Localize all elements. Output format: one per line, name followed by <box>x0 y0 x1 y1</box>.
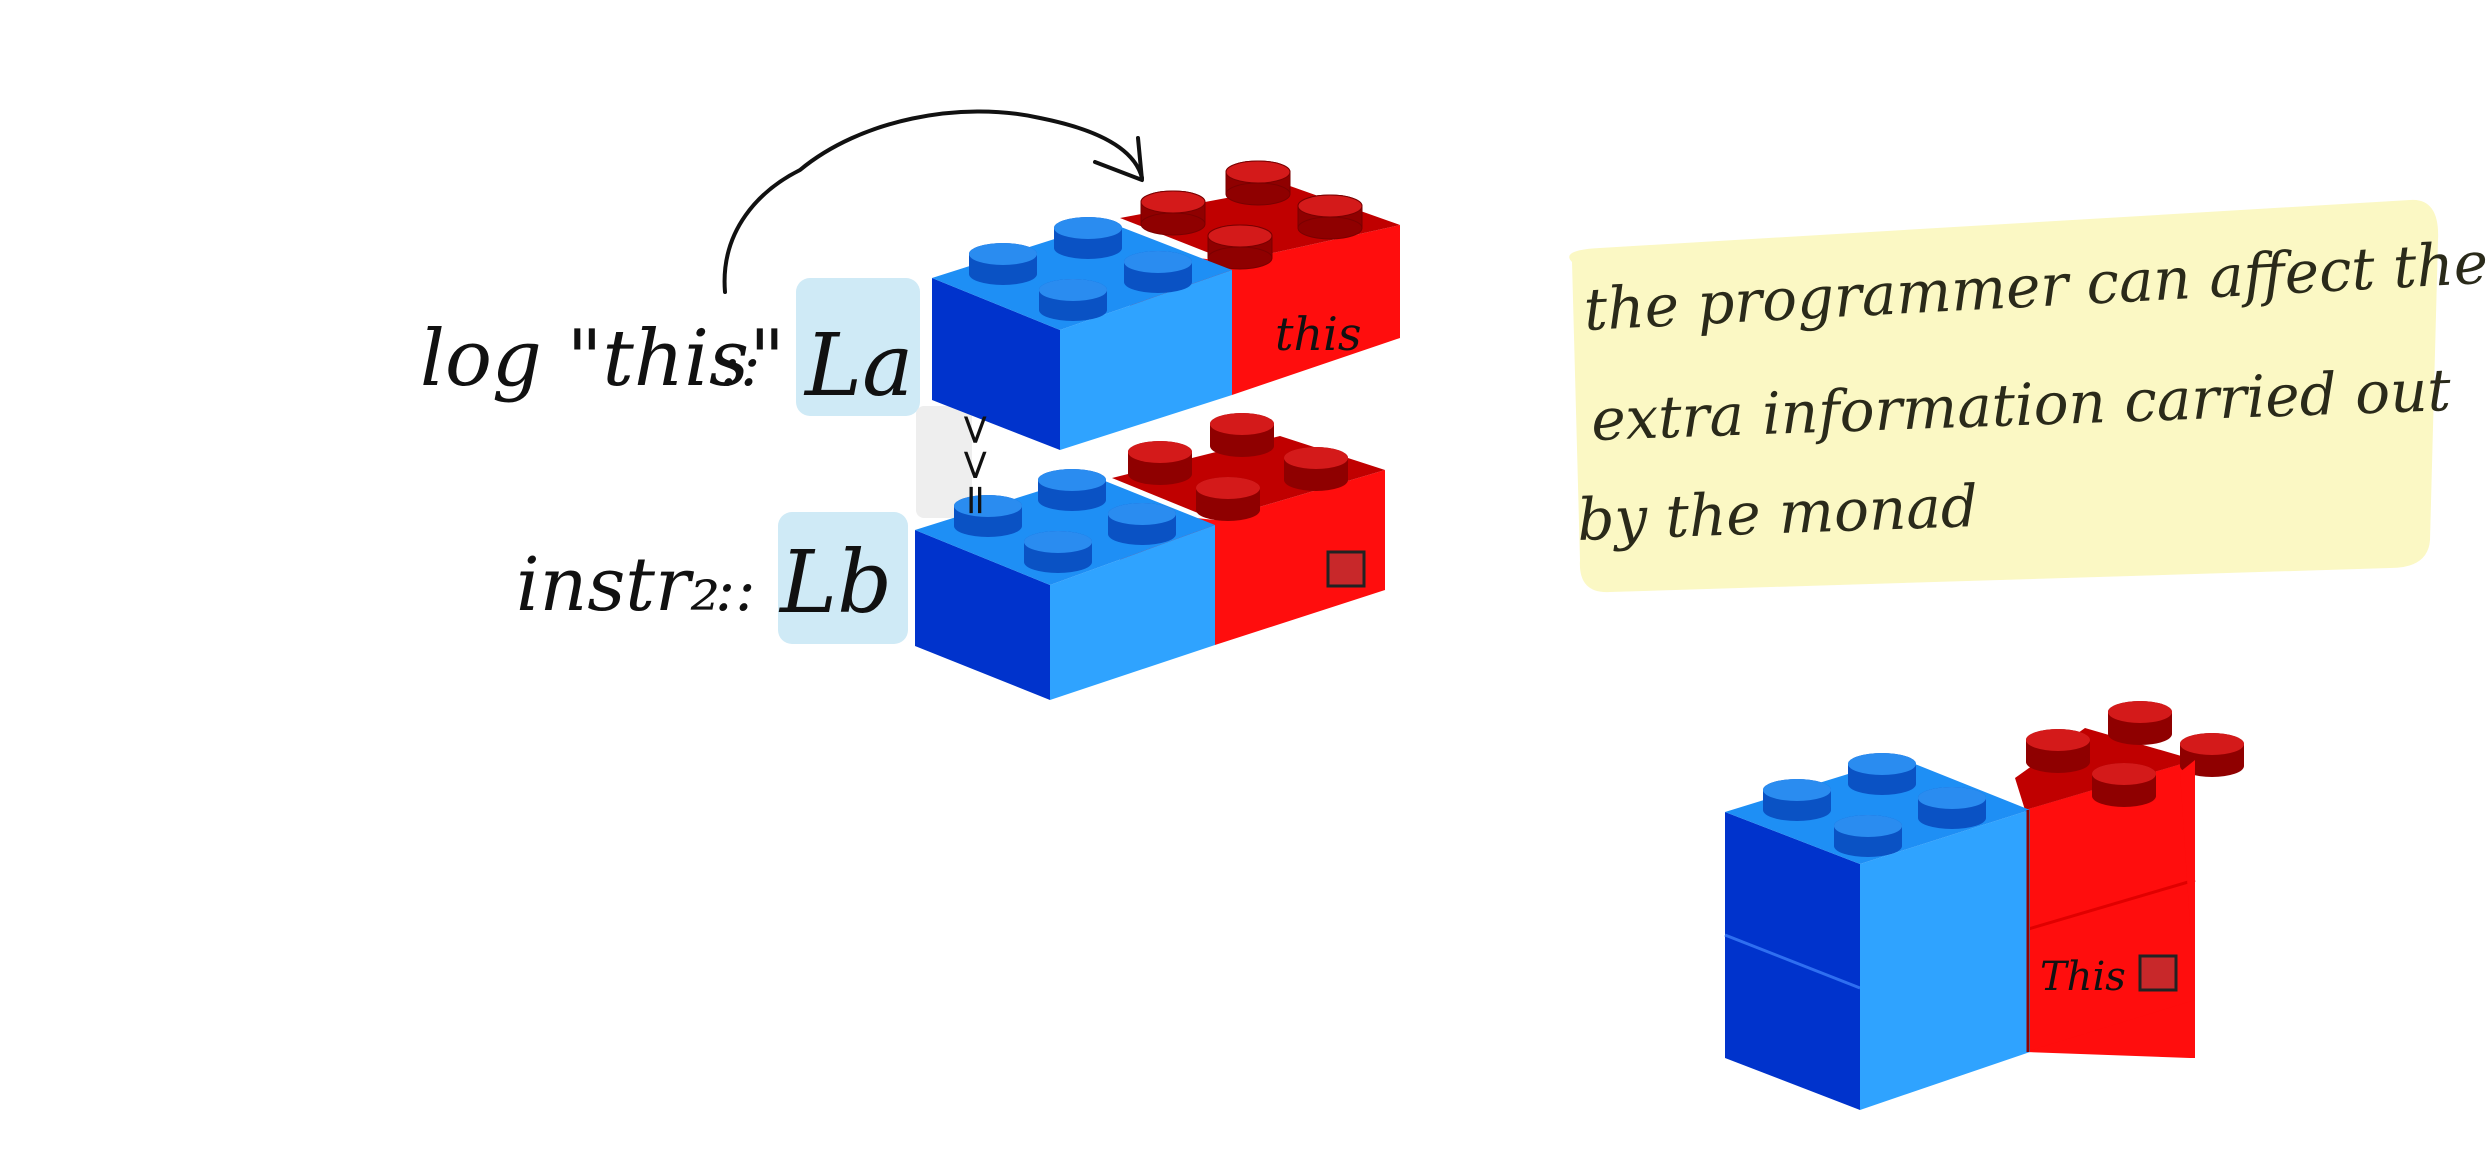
combined-label: This <box>2040 954 2126 1000</box>
type-b-highlight <box>778 512 908 644</box>
arrowhead-icon <box>1093 136 1144 182</box>
combined-log-square <box>2138 954 2178 992</box>
brick-top: this <box>932 160 1400 450</box>
instr-label: instr₂ <box>516 542 720 628</box>
bind-op-highlight <box>916 406 972 518</box>
red-studs <box>1140 160 1363 270</box>
type-a-label: La <box>803 316 913 416</box>
brick-middle <box>915 413 1385 700</box>
bind-operator: >>= <box>952 412 1001 518</box>
empty-log-square <box>1326 550 1366 588</box>
type-sep-bottom: :: <box>715 555 755 625</box>
type-sep-top: :: <box>720 330 760 400</box>
log-this-label: log "this" <box>420 314 785 404</box>
brick-result: This <box>1724 701 2244 1110</box>
note-highlight <box>1569 199 2439 593</box>
type-b-label: Lb <box>778 533 892 633</box>
curved-arrow-icon <box>722 109 1144 294</box>
type-a-highlight <box>796 278 920 416</box>
brick-top-label: this <box>1275 307 1361 361</box>
note-line-3: by the monad <box>1576 472 1979 554</box>
blue-studs <box>969 217 1192 321</box>
